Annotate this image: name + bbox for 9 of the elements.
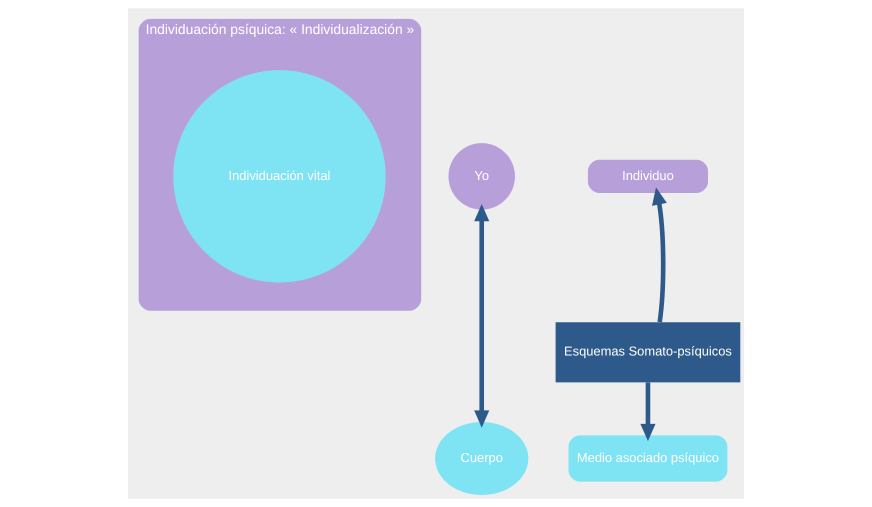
node-ellipse: Cuerpo [435, 422, 528, 495]
arrow [474, 204, 490, 428]
node-circle: Individuación vital [173, 70, 386, 283]
arrow [640, 382, 656, 442]
arrow [652, 187, 667, 322]
node-box: Esquemas Somato-psíquicos [556, 322, 740, 382]
node-circle: Yo [448, 143, 515, 210]
node-box: Medio asociado psíquico [568, 435, 728, 482]
node-box: Individuo [588, 160, 708, 193]
